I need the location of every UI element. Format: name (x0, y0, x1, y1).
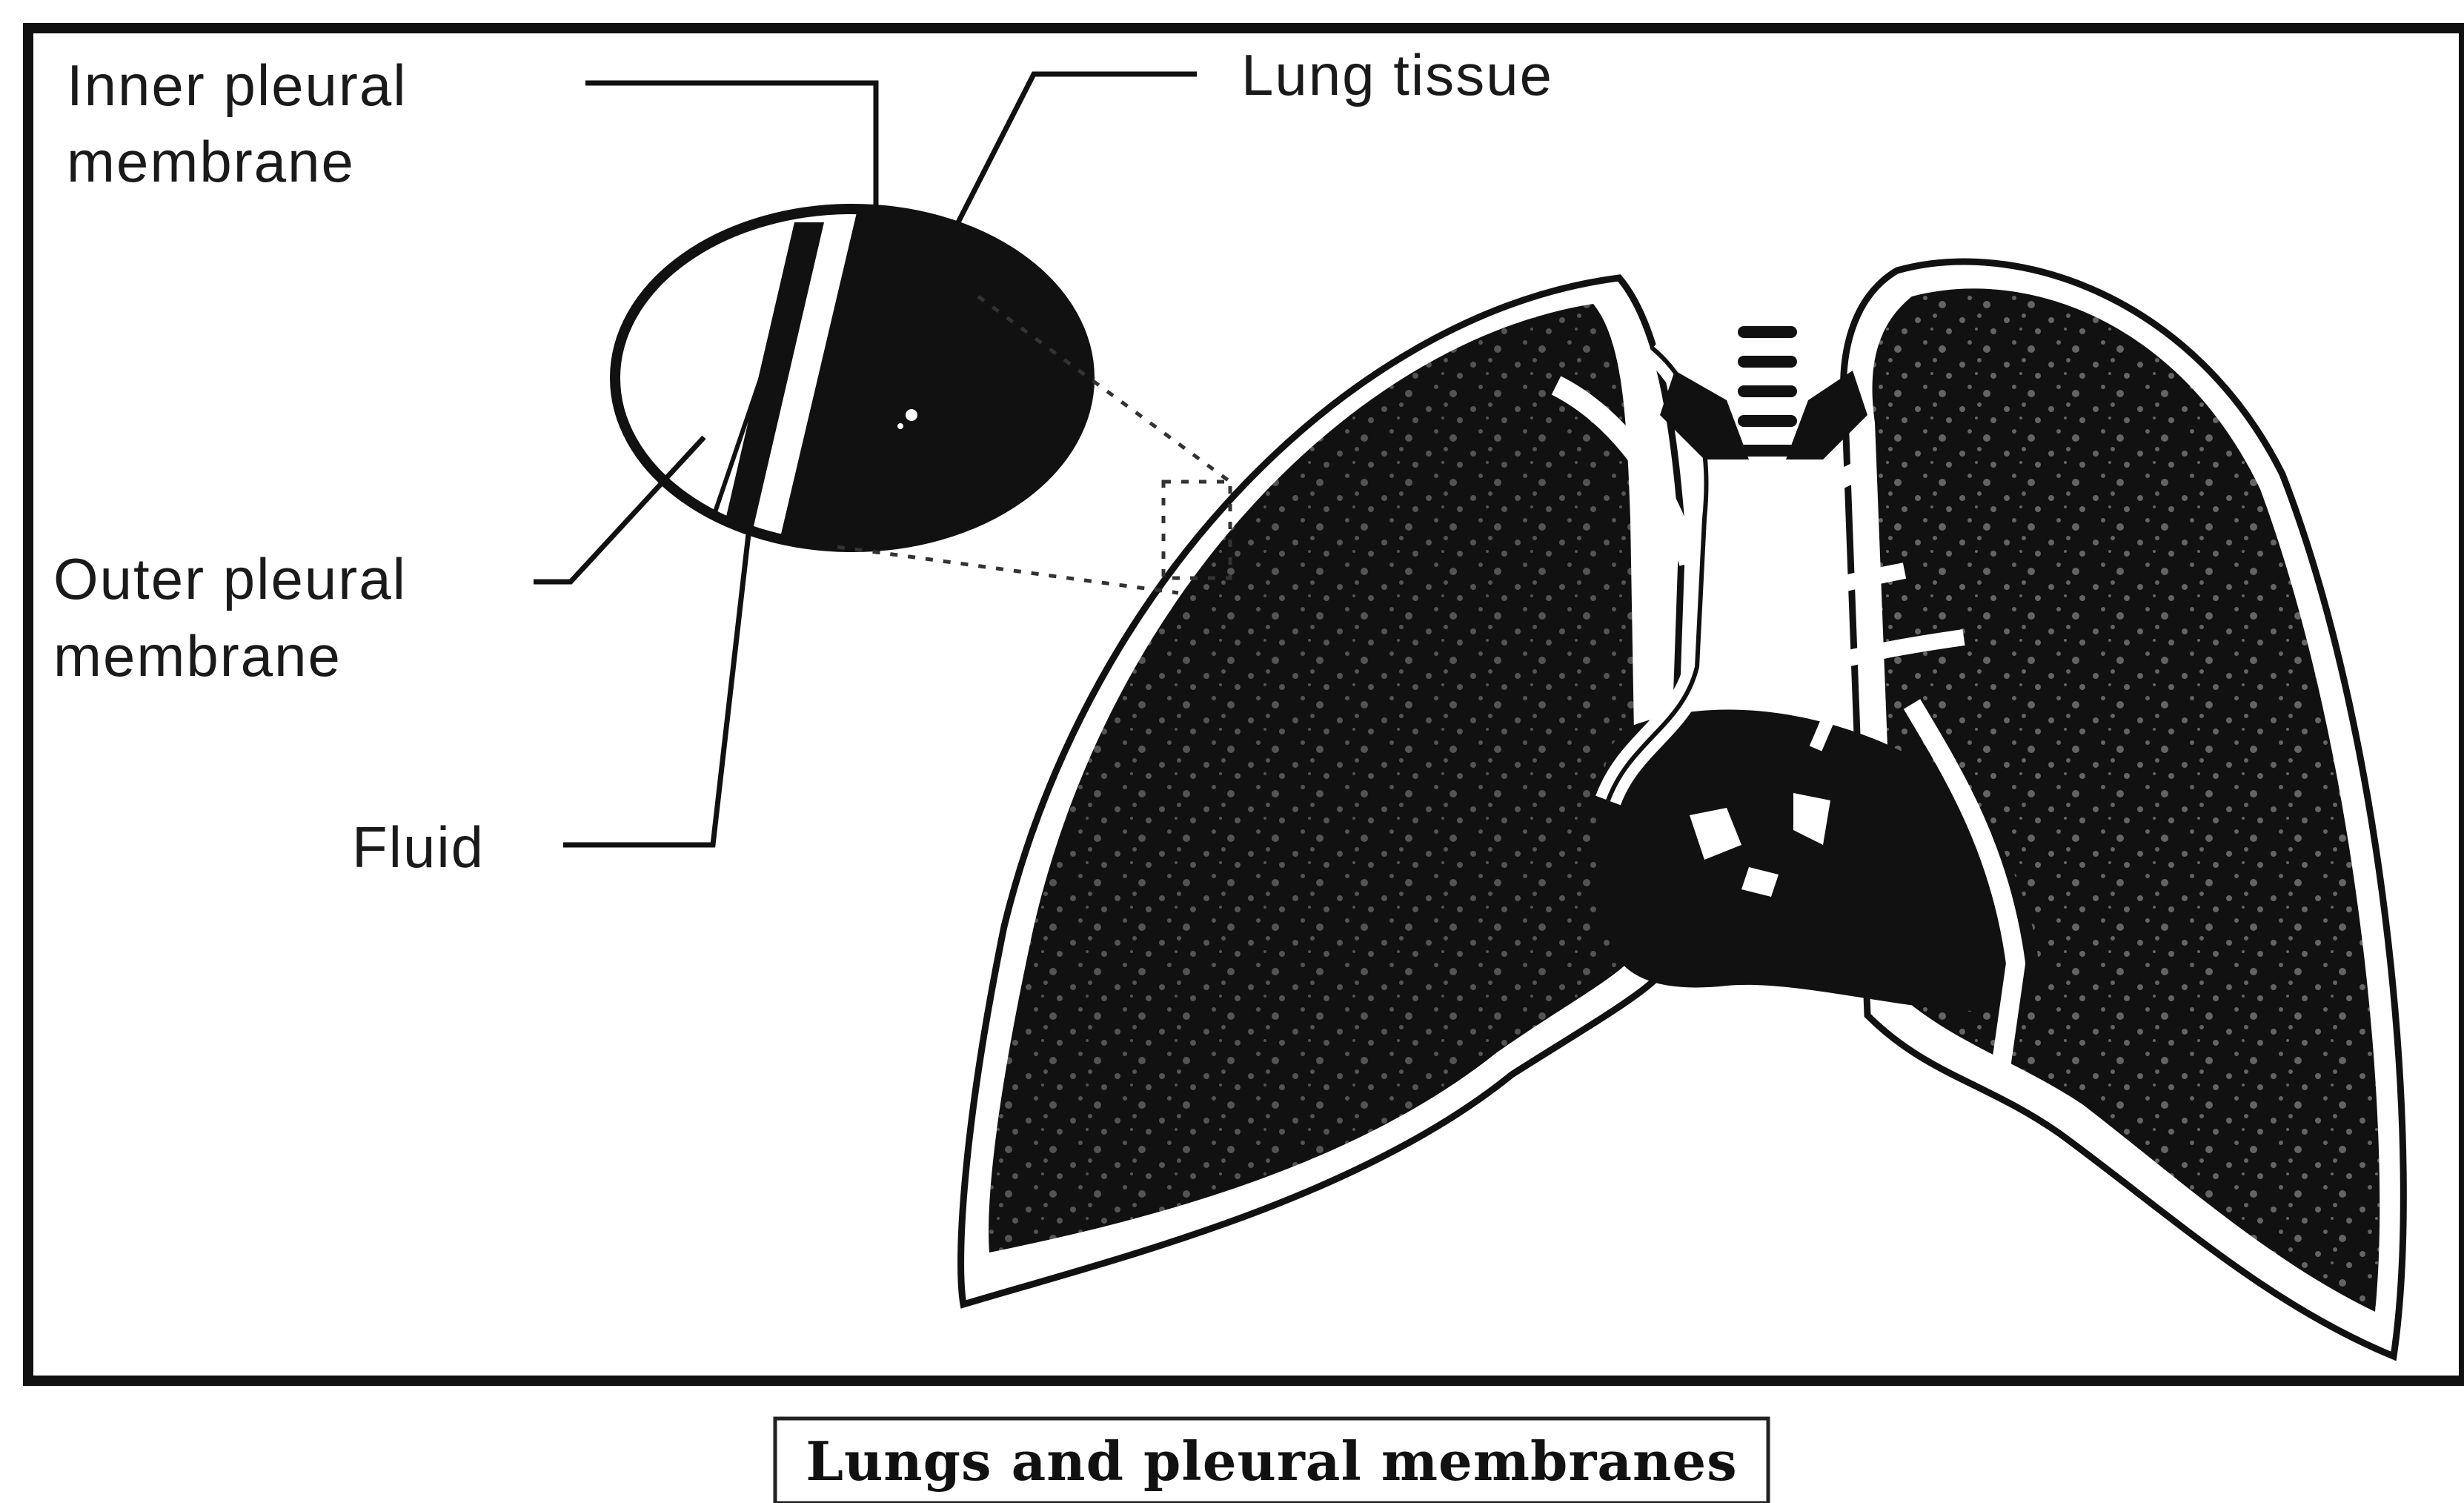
caption: Lungs and pleural membranes (806, 1430, 1737, 1493)
lungs-illustration (961, 262, 2404, 1356)
trachea (1738, 326, 1797, 457)
label-inner-pleural-line2: membrane (67, 129, 355, 194)
label-lung-tissue: Lung tissue (1241, 42, 1553, 107)
leader-inner-pleural (585, 83, 876, 222)
label-inner-pleural-line1: Inner pleural (67, 53, 408, 118)
label-outer-pleural-line2: membrane (53, 623, 342, 689)
label-fluid: Fluid (352, 814, 485, 880)
label-outer-pleural-line1: Outer pleural (53, 546, 407, 611)
leader-lung-tissue (941, 74, 1197, 256)
caption-box: Lungs and pleural membranes (775, 1419, 1768, 1503)
magnified-inset (608, 200, 1126, 578)
